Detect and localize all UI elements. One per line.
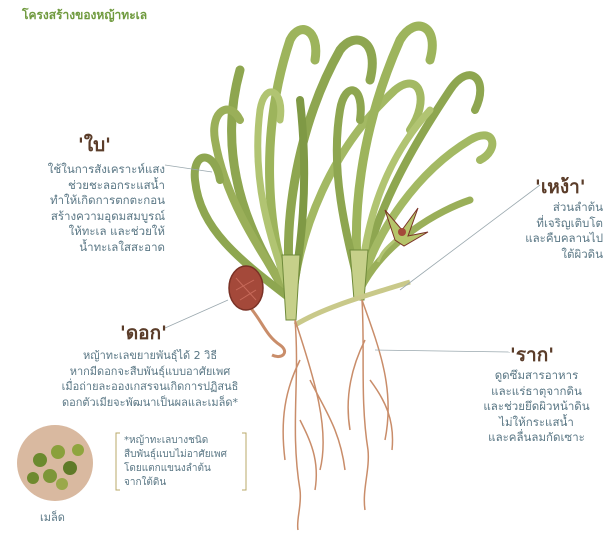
root-line: ไม่ให้กระแสน้ำ (470, 415, 603, 431)
flower-description: หญ้าทะเลขยายพันธุ์ได้ 2 วิธี หากมีดอกจะส… (20, 348, 280, 410)
leaf-sheath-right (350, 250, 368, 300)
leaf-line: ใช้ในการสังเคราะห์แสง (5, 162, 165, 178)
rhizome-description: ส่วนลำต้น ที่เจริญเติบโต และคืบคลานไป ใต… (493, 200, 603, 262)
leaf-description: ใช้ในการสังเคราะห์แสง ช่วยชะลอกระแสน้ำ ท… (5, 162, 165, 256)
leaf-heading: 'ใบ' (78, 130, 111, 160)
seed-photo (17, 425, 93, 501)
note-line: *หญ้าทะเลบางชนิด (124, 434, 242, 448)
flower-line: หญ้าทะเลขยายพันธุ์ได้ 2 วิธี (20, 348, 280, 364)
root-description: ดูดซึมสารอาหาร และแร่ธาตุจากดิน และช่วยย… (470, 368, 603, 446)
note-line: สืบพันธุ์แบบไม่อาศัยเพศ (124, 448, 242, 462)
flower-line: หากมีดอกจะสืบพันธุ์แบบอาศัยเพศ (20, 364, 280, 380)
rhizome-line: ใต้ผิวดิน (493, 247, 603, 263)
asexual-note: *หญ้าทะเลบางชนิด สืบพันธุ์แบบไม่อาศัยเพศ… (124, 434, 242, 490)
leaf-line: ให้ทะเล และช่วยให้ (5, 224, 165, 240)
leaf-sheath-left (282, 255, 300, 320)
rhizome-heading: 'เหง้า' (535, 172, 586, 202)
roots (283, 300, 392, 530)
rhizome-line: และคืบคลานไป (493, 231, 603, 247)
seed-caption: เมล็ด (40, 510, 65, 526)
leaf-blades (195, 26, 493, 300)
flower-heading: 'ดอก' (120, 318, 167, 348)
leaf-line: ช่วยชะลอกระแสน้ำ (5, 178, 165, 194)
rhizome-line: ที่เจริญเติบโต (493, 216, 603, 232)
root-line: และช่วยยึดผิวหน้าดิน (470, 399, 603, 415)
note-line: โดยแตกแขนงลำต้น (124, 462, 242, 476)
root-heading: 'ราก' (510, 340, 554, 370)
rhizome-line: ส่วนลำต้น (493, 200, 603, 216)
leaf-line: ทำให้เกิดการตกตะกอน (5, 193, 165, 209)
flower-line: ดอกตัวเมียจะพัฒนาเป็นผลและเมล็ด* (20, 395, 280, 411)
leaf-line: สร้างความอุดมสมบูรณ์ (5, 209, 165, 225)
page-title: โครงสร้างของหญ้าทะเล (22, 6, 147, 25)
leaf-line: น้ำทะเลใสสะอาด (5, 240, 165, 256)
flower-line: เมื่อถ่ายละอองเกสรจนเกิดการปฏิสนธิ (20, 379, 280, 395)
note-line: จากใต้ดิน (124, 476, 242, 490)
root-line: ดูดซึมสารอาหาร (470, 368, 603, 384)
rhizome-stem (295, 282, 410, 325)
note-bracket-left (116, 433, 120, 490)
root-line: และคลื่นลมกัดเซาะ (470, 430, 603, 446)
root-line: และแร่ธาตุจากดิน (470, 384, 603, 400)
note-bracket-right (242, 433, 246, 490)
